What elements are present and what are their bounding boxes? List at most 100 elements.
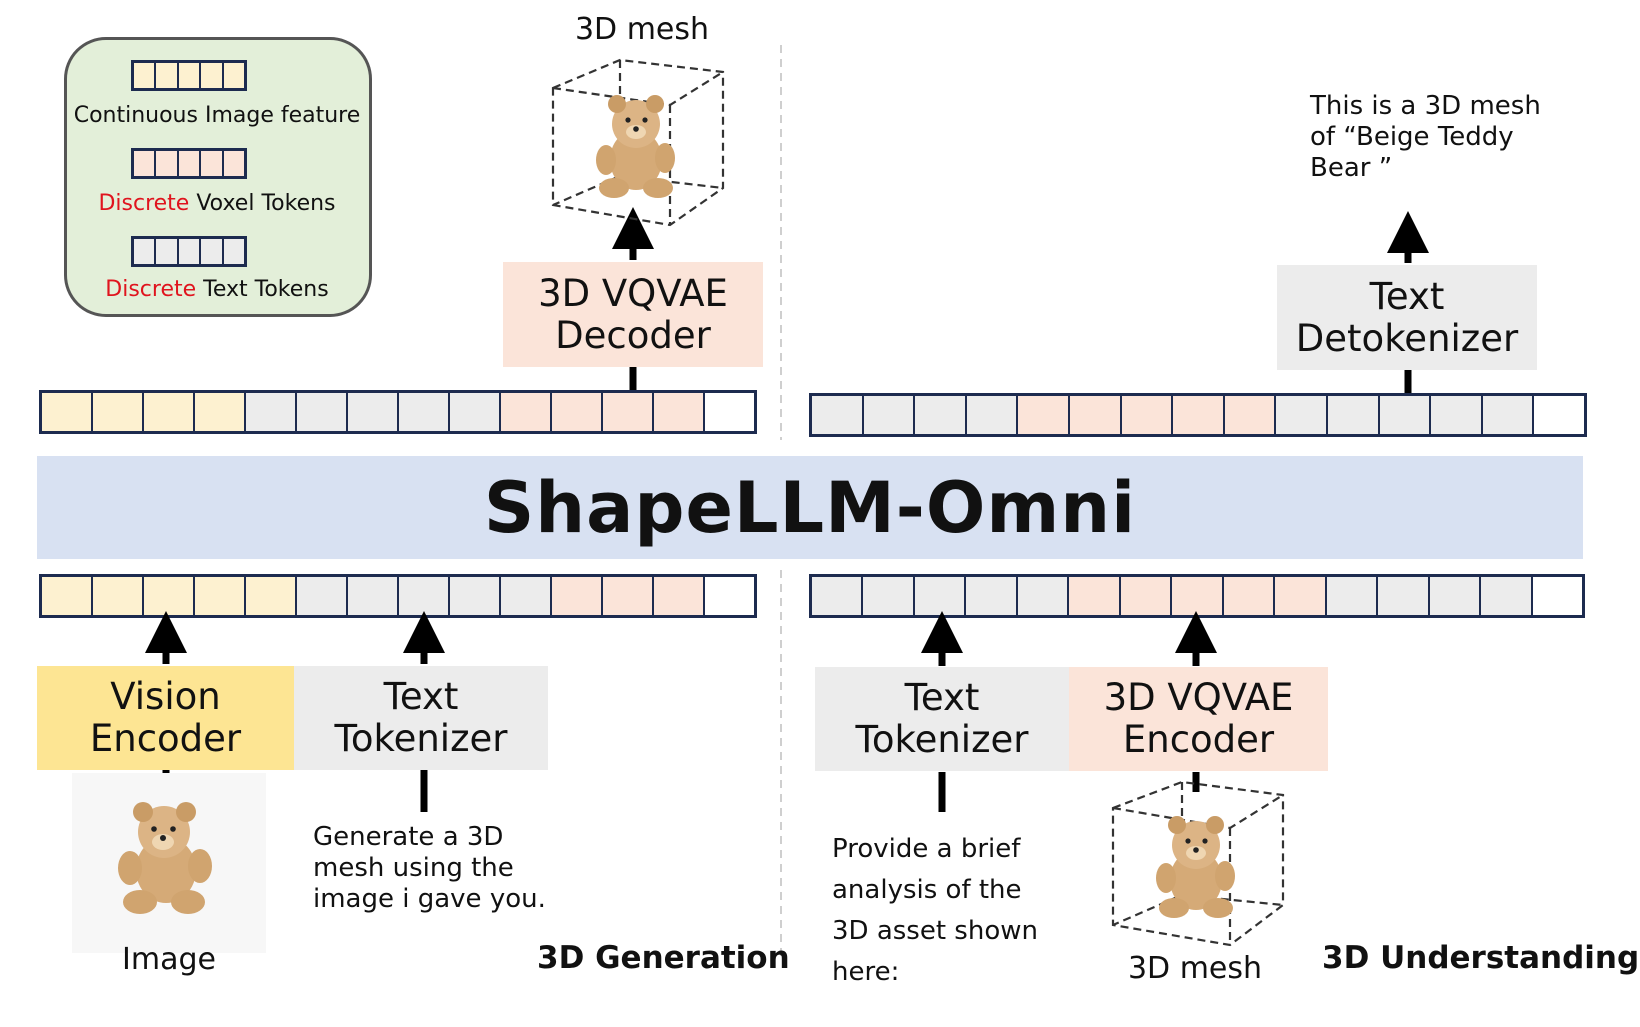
- token-cell: [915, 396, 967, 434]
- legend-text-text: Text Tokens: [203, 277, 329, 302]
- token-cell: [195, 393, 246, 431]
- token-cell: [93, 577, 144, 615]
- legend-text-strip: [131, 236, 247, 267]
- token-cell: [1326, 577, 1379, 615]
- legend-voxel-strip: [131, 148, 247, 179]
- legend-voxel-label: Discrete Voxel Tokens: [67, 191, 367, 216]
- vqvae-decoder-box: 3D VQVAE Decoder: [503, 262, 763, 367]
- generation-prompt-text: Generate a 3D mesh using the image i gav…: [313, 822, 553, 915]
- image-label: Image: [122, 942, 216, 977]
- understanding-mesh-label: 3D mesh: [1127, 951, 1263, 986]
- vision-encoder-line-2: Encoder: [89, 717, 242, 760]
- token-cell: [1327, 396, 1380, 434]
- understanding-response-text: This is a 3D mesh of “Beige Teddy Bear ”: [1310, 91, 1570, 184]
- legend-panel: Continuous Image feature Discrete Voxel …: [64, 37, 372, 317]
- token-cell: [1276, 396, 1328, 434]
- token-cell: [812, 396, 864, 434]
- token-cell: [1431, 396, 1483, 434]
- token-cell: [144, 393, 195, 431]
- generation-output-token-strip: [39, 390, 757, 434]
- token-cell: [1017, 577, 1070, 615]
- token-cell: [1172, 577, 1224, 615]
- decoder-line-2: Decoder: [555, 313, 711, 357]
- token-cell: [42, 393, 93, 431]
- und-prompt-line-4: here:: [832, 957, 900, 987]
- generation-mesh-label: 3D mesh: [574, 12, 710, 47]
- legend-discrete-word-2: Discrete: [105, 277, 197, 302]
- token-cell: [603, 393, 654, 431]
- legend-image-feature-strip: [131, 60, 247, 91]
- model-title: ShapeLLM-Omni: [483, 466, 1137, 549]
- token-cell: [552, 577, 603, 615]
- und-prompt-line-2: analysis of the: [832, 875, 1022, 905]
- vision-encoder-line-1: Vision: [110, 675, 221, 718]
- token-cell: [1018, 396, 1070, 434]
- token-cell: [1224, 396, 1277, 434]
- token-cell: [1482, 396, 1535, 434]
- und-prompt-line-3: 3D asset shown: [832, 916, 1038, 946]
- encoder-line-2: Encoder: [1122, 718, 1275, 761]
- gen-tokenizer-line-2: Tokenizer: [334, 717, 508, 760]
- legend-discrete-word: Discrete: [98, 191, 190, 216]
- token-cell: [42, 577, 93, 615]
- encoder-line-1: 3D VQVAE: [1103, 676, 1294, 719]
- token-cell: [246, 393, 297, 431]
- token-cell: [1429, 577, 1482, 615]
- generation-section-label: 3D Generation: [537, 940, 790, 976]
- gen-prompt-line-1: Generate a 3D: [313, 822, 504, 852]
- token-cell: [450, 577, 501, 615]
- token-cell: [501, 577, 552, 615]
- token-cell: [1378, 577, 1430, 615]
- token-cell: [552, 393, 603, 431]
- legend-continuous-label: Continuous Image feature: [73, 103, 361, 128]
- generation-text-tokenizer-box: Text Tokenizer: [294, 666, 548, 770]
- token-cell: [1069, 577, 1121, 615]
- understanding-input-token-strip: [809, 574, 1585, 618]
- response-line-1: This is a 3D mesh: [1310, 91, 1541, 121]
- detokenizer-line-1: Text: [1369, 274, 1445, 318]
- detokenizer-line-2: Detokenizer: [1295, 316, 1519, 360]
- token-cell: [195, 577, 246, 615]
- gen-prompt-line-3: image i gave you.: [313, 884, 546, 914]
- understanding-prompt-text: Provide a brief analysis of the 3D asset…: [832, 829, 1072, 993]
- token-cell: [705, 577, 754, 615]
- token-cell: [863, 396, 916, 434]
- response-line-3: Bear ”: [1310, 153, 1393, 183]
- gen-prompt-line-2: mesh using the: [313, 853, 514, 883]
- understanding-output-token-strip: [809, 393, 1587, 437]
- token-cell: [1223, 577, 1276, 615]
- understanding-text-tokenizer-box: Text Tokenizer: [815, 667, 1069, 771]
- legend-voxel-text: Voxel Tokens: [196, 191, 336, 216]
- token-cell: [914, 577, 967, 615]
- generation-input-token-strip: [39, 574, 757, 618]
- token-cell: [399, 393, 450, 431]
- token-cell: [1121, 396, 1174, 434]
- token-cell: [1481, 577, 1533, 615]
- token-cell: [654, 393, 705, 431]
- und-prompt-line-1: Provide a brief: [832, 834, 1021, 864]
- response-line-2: of “Beige Teddy: [1310, 122, 1514, 152]
- teddy-bear-mesh-icon: [1156, 816, 1235, 918]
- token-cell: [246, 577, 297, 615]
- token-cell: [144, 577, 195, 615]
- vision-encoder-box: Vision Encoder: [37, 666, 294, 770]
- token-cell: [1173, 396, 1225, 434]
- decoder-line-1: 3D VQVAE: [538, 271, 728, 315]
- token-cell: [1532, 577, 1583, 615]
- token-cell: [1534, 396, 1584, 434]
- token-cell: [450, 393, 501, 431]
- token-cell: [1275, 577, 1327, 615]
- token-cell: [863, 577, 915, 615]
- teddy-bear-image-icon: [118, 802, 212, 914]
- und-tokenizer-line-1: Text: [904, 676, 980, 719]
- und-tokenizer-line-2: Tokenizer: [855, 718, 1029, 761]
- gen-tokenizer-line-1: Text: [383, 675, 459, 718]
- token-cell: [297, 393, 348, 431]
- token-cell: [966, 396, 1019, 434]
- token-cell: [812, 577, 864, 615]
- teddy-bear-icon: [596, 95, 675, 198]
